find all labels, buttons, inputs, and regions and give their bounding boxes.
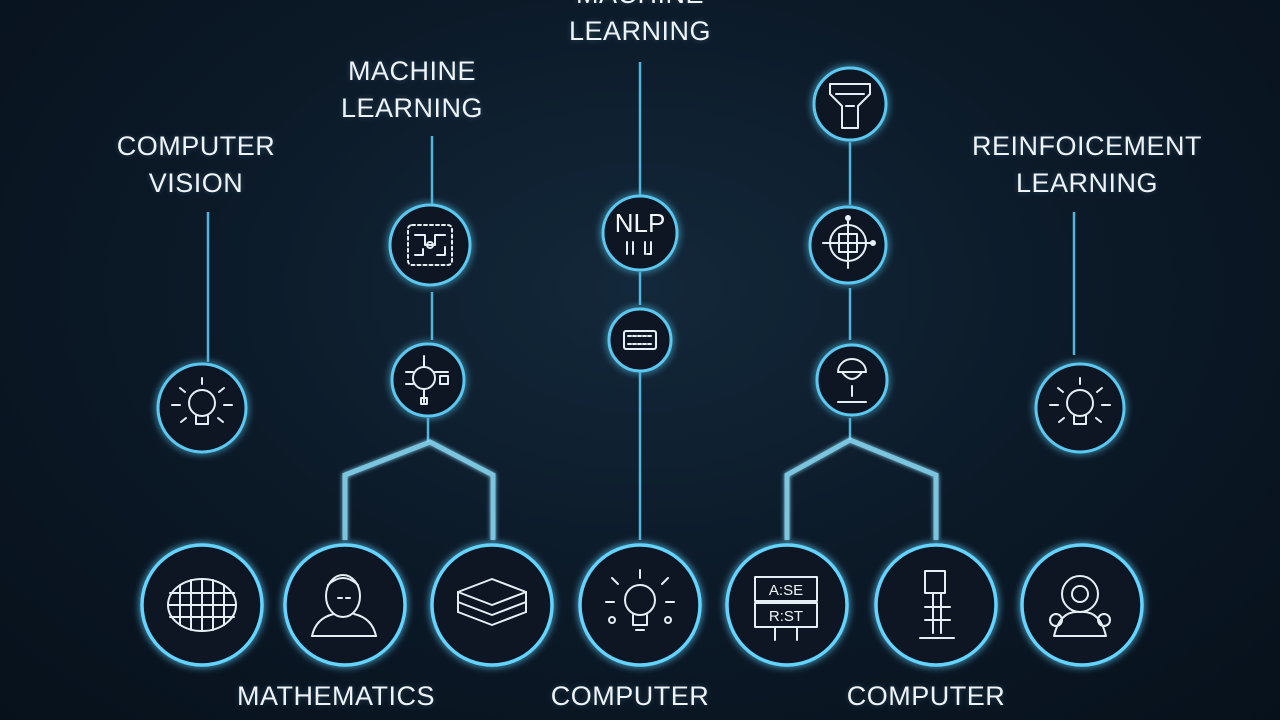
label-computer-center: COMPUTER [550,681,710,711]
node-funnel[interactable] [812,66,888,142]
node-computer-tower[interactable] [874,543,998,667]
node-brain-mesh[interactable] [140,543,264,667]
lightbulb-icon [171,377,233,425]
label-computer-vision: COMPUTER VISION [117,128,276,202]
nlp-icon: NLP [615,208,666,255]
node-target[interactable] [808,205,888,285]
node-cpu-board[interactable] [390,342,466,418]
layers-icon [457,578,527,626]
node-keyboard[interactable] [607,307,673,373]
label-top-center: MACHINE LEARNING [569,0,711,50]
robot-head-icon [837,358,867,403]
label-top-center-line2: LEARNING [568,16,712,46]
node-abc-board[interactable]: A:SE R:ST [725,543,849,667]
person-icon [311,574,377,637]
label-machine-learning-line1: MACHINE [347,56,477,86]
circuit-chip-icon [407,224,453,266]
label-reinforcement-line1: REINFOICEMENT [971,131,1203,161]
label-computer-vision-line2: VISION [148,168,244,198]
label-machine-learning: MACHINE LEARNING [341,53,483,127]
abc-bottom-text: R:ST [769,608,803,625]
node-lightbulb-right[interactable] [1034,362,1126,454]
node-robot-head[interactable] [815,343,889,417]
cpu-board-icon [405,355,449,405]
label-machine-learning-line2: LEARNING [340,93,484,123]
node-circuit-chip[interactable] [388,203,472,287]
target-icon [822,215,876,269]
funnel-icon [829,83,871,129]
node-person[interactable] [283,543,407,667]
label-top-center-partial: MACHINE [569,0,711,13]
node-layers[interactable] [430,543,554,667]
lightbulb-icon [1049,377,1111,425]
abc-board-icon: A:SE R:ST [754,576,818,641]
computer-tower-icon [919,570,955,639]
node-nlp[interactable]: NLP [601,194,679,272]
abc-top-text: A:SE [769,582,803,599]
brain-mesh-icon [167,578,237,632]
idea-bulb-icon [605,569,675,631]
keyboard-icon [623,330,657,350]
eye-robot-icon [1049,575,1111,637]
node-eye-robot[interactable] [1020,543,1144,667]
label-mathematics: MATHEMATICS [237,681,435,711]
connector-lines [201,62,1083,540]
label-computer-vision-line1: COMPUTER [116,131,276,161]
label-reinforcement-learning: REINFOICEMENT LEARNING [972,128,1202,202]
node-lightbulb-left[interactable] [156,362,248,454]
node-idea-bulb[interactable] [578,543,702,667]
label-computer-right: COMPUTER [846,681,1006,711]
nlp-label: NLP [615,208,666,238]
label-reinforcement-line2: LEARNING [1015,168,1159,198]
